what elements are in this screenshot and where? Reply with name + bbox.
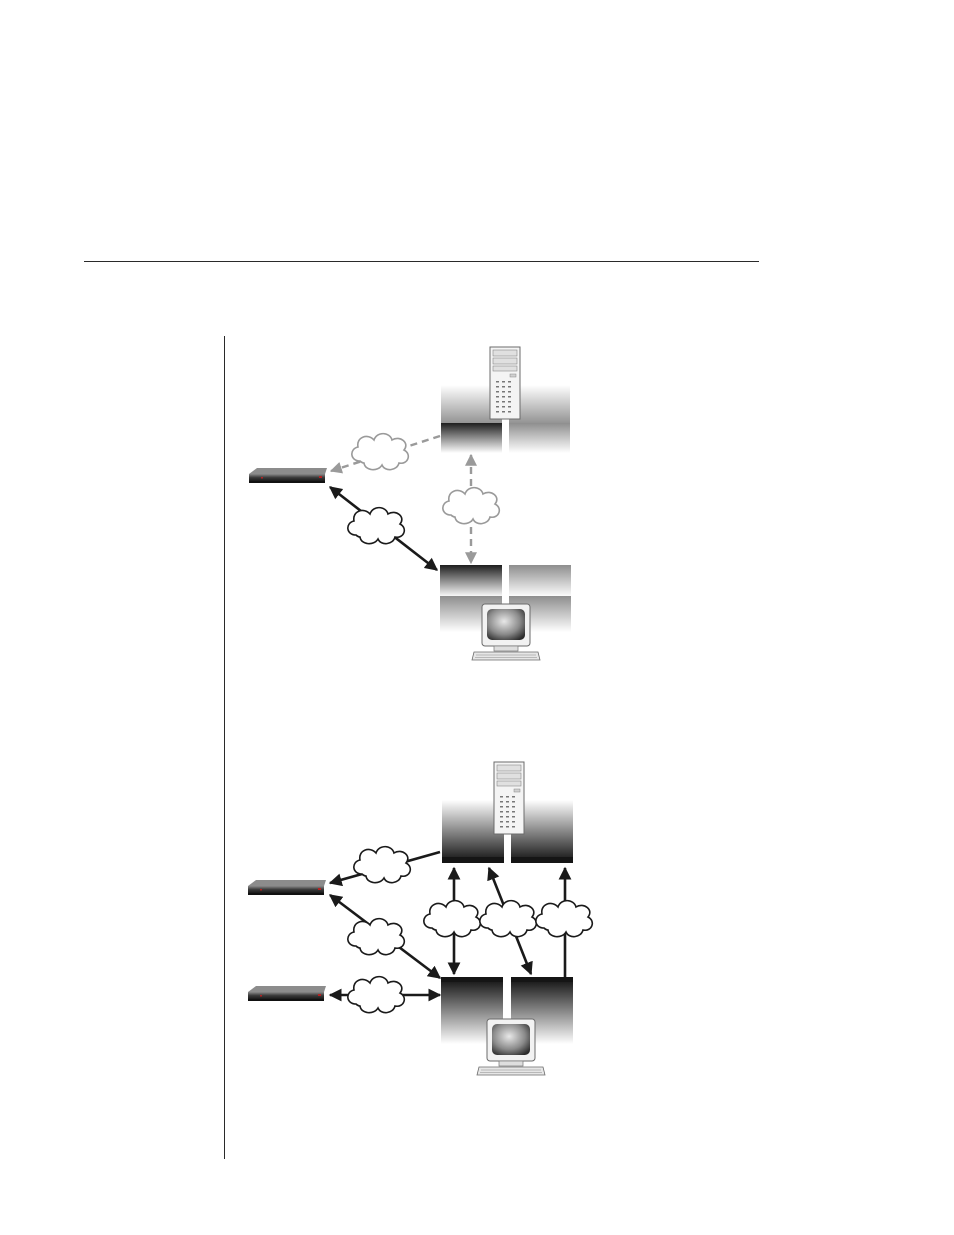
network-cloud-icon: [352, 434, 408, 470]
diagram-2: [248, 762, 592, 1075]
network-cloud-icon: [536, 901, 592, 937]
appliance-icon: [248, 880, 326, 895]
network-cloud-icon: [354, 847, 410, 883]
appliance-icon: [248, 986, 326, 1001]
crt-monitor-icon: [477, 1019, 545, 1075]
network-cloud-icon: [348, 919, 404, 955]
tower-server-icon: [490, 347, 520, 419]
tower-server-icon: [494, 762, 524, 834]
diagram-1: [249, 347, 571, 660]
appliance-icon: [249, 468, 327, 483]
network-cloud-icon: [443, 488, 499, 524]
network-cloud-icon: [424, 901, 480, 937]
crt-monitor-icon: [472, 604, 540, 660]
network-cloud-icon: [348, 977, 404, 1013]
network-cloud-icon: [480, 901, 536, 937]
